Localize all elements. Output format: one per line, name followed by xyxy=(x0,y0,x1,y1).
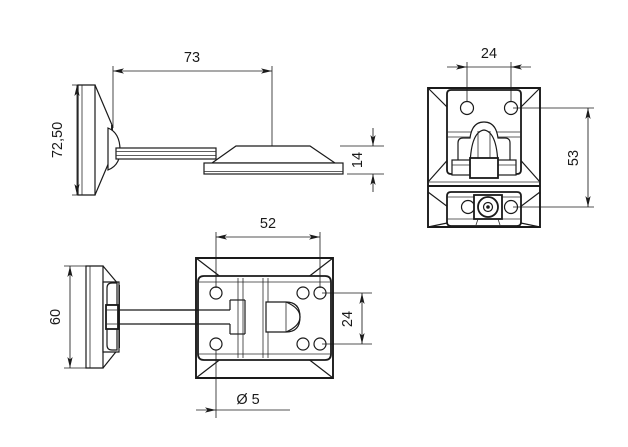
dim-53-group: 53 xyxy=(513,107,594,208)
dim-73-group: 73 xyxy=(112,50,273,146)
front-view-top-right: 24 53 xyxy=(427,46,594,228)
dim-dia5-label: Ø 5 xyxy=(236,392,259,408)
side-view-top-left: 73 72,50 14 xyxy=(50,50,384,196)
front-clamp-blocks xyxy=(451,157,517,179)
front-hole-upper-left xyxy=(459,100,475,116)
plan-main-plate xyxy=(197,275,332,361)
dim-73-label: 73 xyxy=(184,50,200,66)
pivot-housing-plan xyxy=(102,281,120,353)
plan-hole-left-lower xyxy=(209,337,223,351)
dim-14-label: 14 xyxy=(350,152,366,168)
dim-dia5-group: Ø 5 xyxy=(196,350,290,418)
side-view-bottom-left: 60 xyxy=(48,265,205,369)
dim-60-group: 60 xyxy=(48,265,100,369)
plan-hole-right-upper-a xyxy=(296,286,310,300)
front-central-pivot xyxy=(473,194,503,226)
plan-arm xyxy=(160,299,245,335)
dim-24-top-label: 24 xyxy=(481,46,497,62)
dim-24-plan-label: 24 xyxy=(340,311,356,327)
dim-7250-label: 72,50 xyxy=(50,122,66,158)
dim-14-group: 14 xyxy=(340,128,384,192)
plan-hole-right-lower-a xyxy=(296,337,310,351)
plan-hole-left-upper xyxy=(209,286,223,300)
plan-hook-detail xyxy=(265,301,301,333)
dim-53-label: 53 xyxy=(566,150,582,166)
mount-head-side xyxy=(203,145,344,175)
dim-7250-group: 72,50 xyxy=(50,84,92,196)
dim-24-plan-group: 24 xyxy=(322,292,372,345)
dim-24-top-group: 24 xyxy=(447,46,531,101)
front-hole-lower-left xyxy=(460,199,476,215)
support-arm-side xyxy=(115,147,217,160)
dim-52-group: 52 xyxy=(215,216,321,288)
dim-60-label: 60 xyxy=(48,309,64,325)
plan-view-bottom-center: 52 24 Ø 5 xyxy=(160,216,372,418)
dim-52-label: 52 xyxy=(260,216,276,232)
